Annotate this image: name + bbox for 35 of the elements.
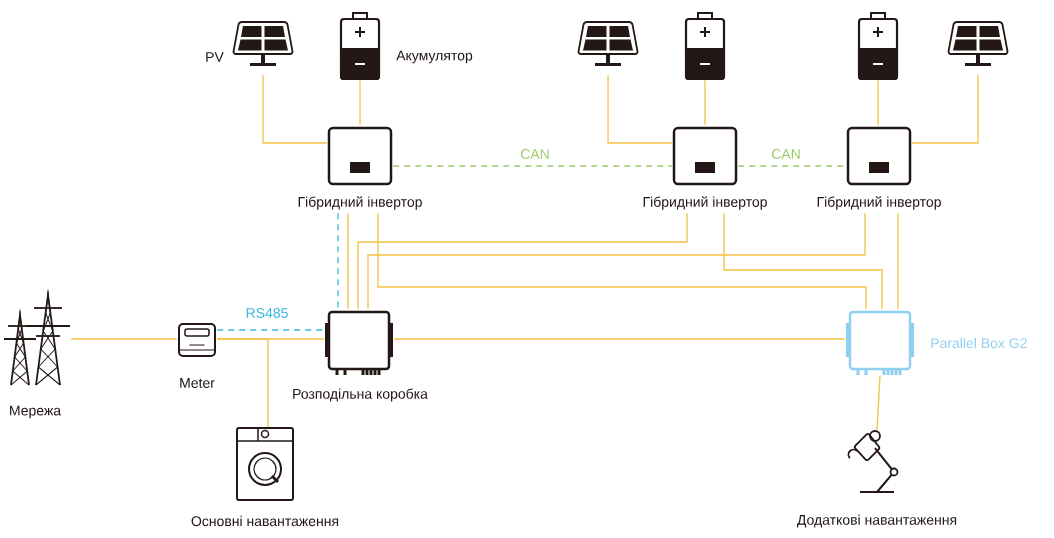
solar-panel-icon <box>577 21 639 66</box>
edge-label: CAN <box>769 147 803 161</box>
icon-label: Parallel Box G2 <box>931 337 1027 349</box>
connector-line <box>337 212 339 310</box>
connector-line <box>704 79 706 126</box>
icon-label: Додаткові навантаження <box>797 514 957 528</box>
connector-line <box>216 338 269 428</box>
connector-line <box>723 212 883 310</box>
connector-line <box>347 212 349 310</box>
icon-label: Мережа <box>10 405 62 419</box>
icon-label: Акумулятор <box>396 50 473 64</box>
connector-line <box>392 165 673 167</box>
connector-line <box>876 374 881 431</box>
connector-line <box>70 338 178 340</box>
edge-label: CAN <box>518 147 552 161</box>
edge-label: RS485 <box>244 306 290 320</box>
battery-icon <box>684 12 726 81</box>
connector-line <box>911 74 979 144</box>
connector-line <box>262 74 328 144</box>
icon-label: Гібридний інвертор <box>643 196 767 210</box>
connector-line <box>357 212 688 310</box>
icon-label: Гібридний інвертор <box>817 196 941 210</box>
connector-line <box>897 212 899 310</box>
connector-line <box>877 79 879 126</box>
solar-panel-icon <box>947 21 1009 66</box>
connector-line <box>216 329 325 331</box>
icon-label: Meter <box>180 378 215 388</box>
connector-line <box>359 79 361 126</box>
icon-label: Розподільна коробка <box>293 388 428 402</box>
icon-label: Гібридний інвертор <box>298 196 422 210</box>
icon-label: PV <box>206 52 224 62</box>
icon-label: Основні навантаження <box>191 515 339 527</box>
battery-icon <box>857 12 899 81</box>
connector-line <box>393 338 846 340</box>
connector-line <box>607 74 673 144</box>
